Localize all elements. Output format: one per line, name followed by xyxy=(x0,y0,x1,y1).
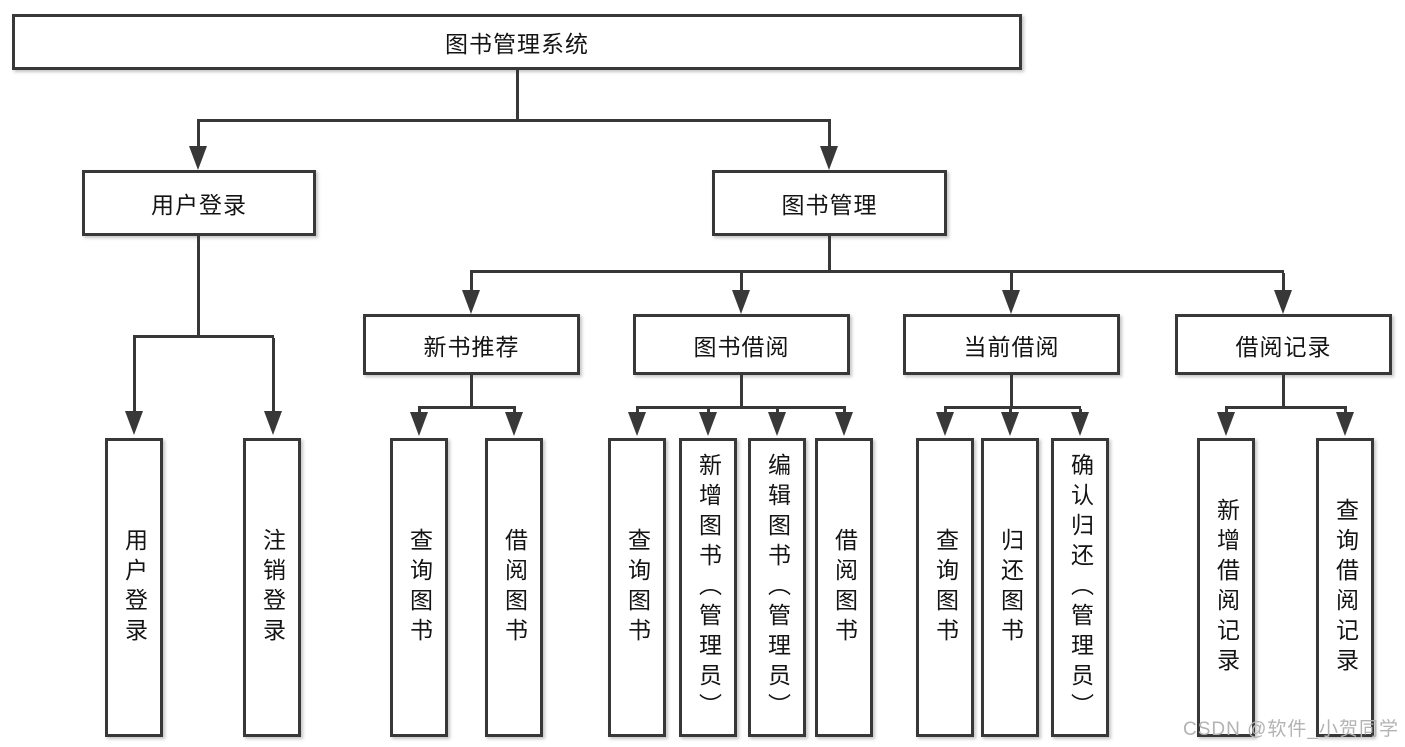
arrowhead-leaf xyxy=(505,412,523,436)
arrowhead-leaf xyxy=(1001,412,1019,436)
leaf-return-books: 归还图书 xyxy=(981,438,1039,737)
leaf-user-login: 用户登录 xyxy=(105,438,163,737)
leaf-query-borrow-record-label: 查询借阅记录 xyxy=(1332,497,1359,678)
node-new-book-recommend-label: 新书推荐 xyxy=(423,333,520,360)
connector-new-book-stem xyxy=(470,375,473,407)
connector-book-borrow-drop xyxy=(740,273,743,291)
leaf-logout: 注销登录 xyxy=(243,438,301,737)
leaf-query-books-borrow: 查询图书 xyxy=(608,438,666,737)
connector-book-borrow-stem xyxy=(740,375,743,407)
connector-current-borrow-stem xyxy=(1010,375,1013,407)
arrowhead-book-mgmt xyxy=(820,146,838,170)
node-book-borrow: 图书借阅 xyxy=(633,314,850,375)
node-user-login: 用户登录 xyxy=(82,170,316,236)
leaf-borrow-books-recommend: 借阅图书 xyxy=(485,438,543,737)
node-borrow-records-label: 借阅记录 xyxy=(1235,333,1332,360)
leaf-add-borrow-record: 新增借阅记录 xyxy=(1197,438,1255,737)
arrowhead-leaf xyxy=(410,412,428,436)
leaf-add-borrow-record-label: 新增借阅记录 xyxy=(1213,497,1240,678)
node-current-borrow-label: 当前借阅 xyxy=(963,333,1060,360)
connector-new-book-drop xyxy=(470,273,473,291)
leaf-user-login-label: 用户登录 xyxy=(121,527,148,648)
node-book-management: 图书管理 xyxy=(712,170,947,236)
connector-current-borrow-drop xyxy=(1010,273,1013,291)
leaf-return-books-label: 归还图书 xyxy=(997,527,1024,648)
node-user-login-label: 用户登录 xyxy=(151,192,247,218)
arrowhead-login-leaf xyxy=(125,411,143,435)
leaf-query-books-recommend: 查询图书 xyxy=(390,438,448,737)
connector-leaf-drop xyxy=(707,409,710,414)
connector-leaf-drop xyxy=(636,409,639,414)
connector-borrow-records-drop xyxy=(1282,273,1285,291)
leaf-confirm-return-admin-label: 确认归还（管理员） xyxy=(1067,452,1094,723)
arrowhead-borrow-records xyxy=(1274,290,1292,314)
connector-borrow-records-rail xyxy=(1225,406,1347,409)
node-root-label: 图书管理系统 xyxy=(445,31,589,57)
arrowhead-leaf xyxy=(768,412,786,436)
connector-user-login-stem xyxy=(197,236,200,335)
connector-leaf-drop xyxy=(418,409,421,414)
arrowhead-logout-leaf xyxy=(264,411,282,435)
connector-book-mgmt-stem xyxy=(828,236,831,271)
arrowhead-leaf xyxy=(699,412,717,436)
connector-leaf-drop xyxy=(1009,409,1012,414)
node-new-book-recommend: 新书推荐 xyxy=(363,314,580,375)
connector-new-book-rail xyxy=(418,406,516,409)
leaf-add-books-admin: 新增图书（管理员） xyxy=(679,438,737,737)
connector-borrow-records-stem xyxy=(1282,375,1285,407)
connector-book-borrow-rail xyxy=(636,406,846,409)
leaf-add-books-admin-label: 新增图书（管理员） xyxy=(695,452,722,723)
connector-logout-leaf-drop xyxy=(272,338,275,412)
node-book-borrow-label: 图书借阅 xyxy=(693,333,790,360)
arrowhead-current-borrow xyxy=(1002,290,1020,314)
connector-leaf-drop xyxy=(513,409,516,414)
connector-user-login-rail xyxy=(133,335,274,338)
leaf-edit-books-admin-label: 编辑图书（管理员） xyxy=(764,452,791,723)
connector-leaf-drop xyxy=(944,409,947,414)
arrowhead-leaf xyxy=(936,412,954,436)
node-borrow-records: 借阅记录 xyxy=(1175,314,1392,375)
node-current-borrow: 当前借阅 xyxy=(903,314,1120,375)
arrowhead-book-borrow xyxy=(732,290,750,314)
node-root-library-system: 图书管理系统 xyxy=(12,14,1022,70)
leaf-query-books-borrow-label: 查询图书 xyxy=(624,527,651,648)
arrowhead-leaf xyxy=(835,412,853,436)
arrowhead-leaf xyxy=(628,412,646,436)
leaf-edit-books-admin: 编辑图书（管理员） xyxy=(748,438,806,737)
leaf-query-books-current: 查询图书 xyxy=(916,438,974,737)
leaf-logout-label: 注销登录 xyxy=(259,527,286,648)
arrowhead-leaf xyxy=(1336,412,1354,436)
leaf-borrow-books-recommend-label: 借阅图书 xyxy=(501,527,528,648)
leaf-query-borrow-record: 查询借阅记录 xyxy=(1316,438,1374,737)
arrowhead-leaf xyxy=(1071,412,1089,436)
leaf-confirm-return-admin: 确认归还（管理员） xyxy=(1051,438,1109,737)
connector-login-leaf-drop xyxy=(133,338,136,412)
connector-user-login-drop xyxy=(197,122,200,147)
connector-level3-rail xyxy=(470,270,1284,273)
leaf-query-books-current-label: 查询图书 xyxy=(932,527,959,648)
node-book-management-label: 图书管理 xyxy=(781,192,878,218)
leaf-borrow-books-label: 借阅图书 xyxy=(831,527,858,648)
csdn-watermark: CSDN @软件_小贺同学 xyxy=(1183,719,1399,740)
arrowhead-new-book xyxy=(462,290,480,314)
connector-level2-rail xyxy=(197,119,831,122)
connector-leaf-drop xyxy=(1344,409,1347,414)
leaf-query-books-recommend-label: 查询图书 xyxy=(406,527,433,648)
connector-current-borrow-rail xyxy=(944,406,1081,409)
connector-leaf-drop xyxy=(776,409,779,414)
connector-root-stem xyxy=(516,70,519,119)
connector-leaf-drop xyxy=(843,409,846,414)
connector-leaf-drop xyxy=(1225,409,1228,414)
leaf-borrow-books: 借阅图书 xyxy=(815,438,873,737)
connector-book-mgmt-drop xyxy=(828,122,831,147)
arrowhead-leaf xyxy=(1217,412,1235,436)
arrowhead-user-login xyxy=(189,146,207,170)
connector-leaf-drop xyxy=(1079,409,1082,414)
